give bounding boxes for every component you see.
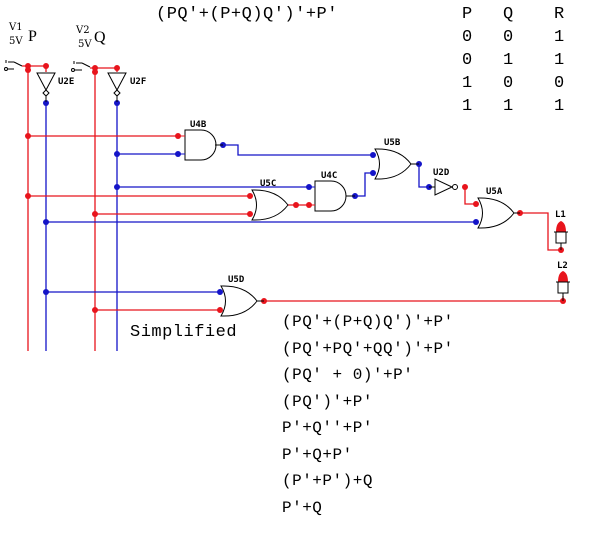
or-gate-u5d[interactable]: U5D — [220, 275, 264, 317]
lamp-bulb-icon — [558, 271, 568, 282]
and-gate-u4b[interactable]: U4B — [178, 120, 223, 161]
wire-u5a-l1 — [520, 212, 561, 251]
or-gate-u5a[interactable]: U5A — [477, 187, 520, 229]
wire-u4c-u5b — [355, 172, 373, 197]
and-gate-u4c[interactable]: U4C — [309, 171, 355, 212]
or-gate-u5a-label: U5A — [486, 187, 503, 197]
junctions — [25, 63, 566, 313]
inverter-u2e-label: U2E — [58, 77, 74, 87]
wire-u2d-u5a — [464, 187, 476, 205]
simplification-step: P'+Q+P' — [282, 445, 353, 464]
source-v2-variable: Q — [94, 29, 106, 46]
source-v1-voltage: 5V — [9, 36, 23, 47]
or-gate-u5d-label: U5D — [228, 275, 245, 285]
switch-icon[interactable] — [4, 60, 23, 71]
cell-r: 1 — [554, 51, 565, 70]
simplification-step: (PQ'+(P+Q)Q')'+P' — [282, 313, 454, 331]
simplification-step: (PQ')'+P' — [282, 392, 373, 411]
or-gate-u5c[interactable]: U5C — [251, 179, 289, 221]
cell-p: 0 — [462, 28, 473, 47]
cell-q: 1 — [503, 97, 514, 116]
cell-p: 0 — [462, 51, 473, 70]
inverter-u2d[interactable]: U2D — [429, 168, 458, 196]
title-expression: (PQ'+(P+Q)Q')'+P' — [156, 5, 338, 24]
lamp-l2-label: L2 — [557, 261, 568, 271]
simplification-step: P'+Q''+P' — [282, 419, 373, 437]
lamp-l1-label: L1 — [555, 210, 566, 220]
simplified-label: Simplified — [130, 323, 238, 342]
wire-p — [22, 65, 29, 351]
cell-q: 0 — [503, 28, 514, 47]
cell-p: 1 — [462, 74, 473, 93]
inverter-u2e[interactable]: U2E — [36, 72, 74, 102]
source-v2-voltage: 5V — [78, 39, 92, 50]
cell-p: 1 — [462, 97, 473, 116]
wire-u5b-u2d — [418, 164, 429, 188]
lamp-bulb-icon — [556, 221, 566, 232]
cell-q: 1 — [503, 51, 514, 70]
simplification-step: (PQ' + 0)'+P' — [282, 366, 414, 384]
wire-q-to-inverter — [95, 67, 118, 72]
wire-u4b-u5b — [223, 144, 373, 156]
source-v1-variable: P — [28, 28, 37, 45]
cell-r: 1 — [554, 97, 565, 116]
or-gate-u5c-label: U5C — [260, 179, 276, 189]
header-r: R — [554, 5, 565, 24]
header-p: P — [462, 5, 473, 24]
cell-r: 0 — [554, 74, 565, 93]
simplification-steps: (PQ'+(P+Q)Q')'+P' (PQ'+PQ'+QQ')'+P' (PQ'… — [282, 312, 454, 524]
header-q: Q — [503, 5, 514, 24]
simplification-step: (P'+P')+Q — [282, 472, 373, 490]
source-v2[interactable]: V2 5V Q — [71, 25, 107, 72]
cell-q: 0 — [503, 74, 514, 93]
simplification-step: P'+Q — [282, 498, 323, 517]
source-v1[interactable]: V1 5V P — [4, 22, 38, 71]
or-gate-u5b-label: U5B — [384, 138, 401, 148]
and-gate-u4b-label: U4B — [190, 120, 207, 130]
inverter-u2f[interactable]: U2F — [107, 72, 146, 102]
simplification-step: (PQ'+PQ'+QQ')'+P' — [282, 339, 454, 358]
and-gate-u4c-label: U4C — [321, 171, 337, 181]
lamp-l2: L2 — [556, 261, 570, 301]
cell-r: 1 — [554, 28, 565, 47]
inverter-u2f-label: U2F — [130, 77, 146, 87]
switch-icon[interactable] — [71, 61, 91, 72]
or-gate-u5b[interactable]: U5B — [374, 138, 419, 180]
inverter-u2d-label: U2D — [433, 168, 450, 178]
source-v2-name: V2 — [75, 25, 90, 36]
lamp-l1: L1 — [554, 210, 568, 250]
source-v1-name: V1 — [8, 22, 23, 33]
wire-u5d-l2 — [264, 296, 564, 302]
